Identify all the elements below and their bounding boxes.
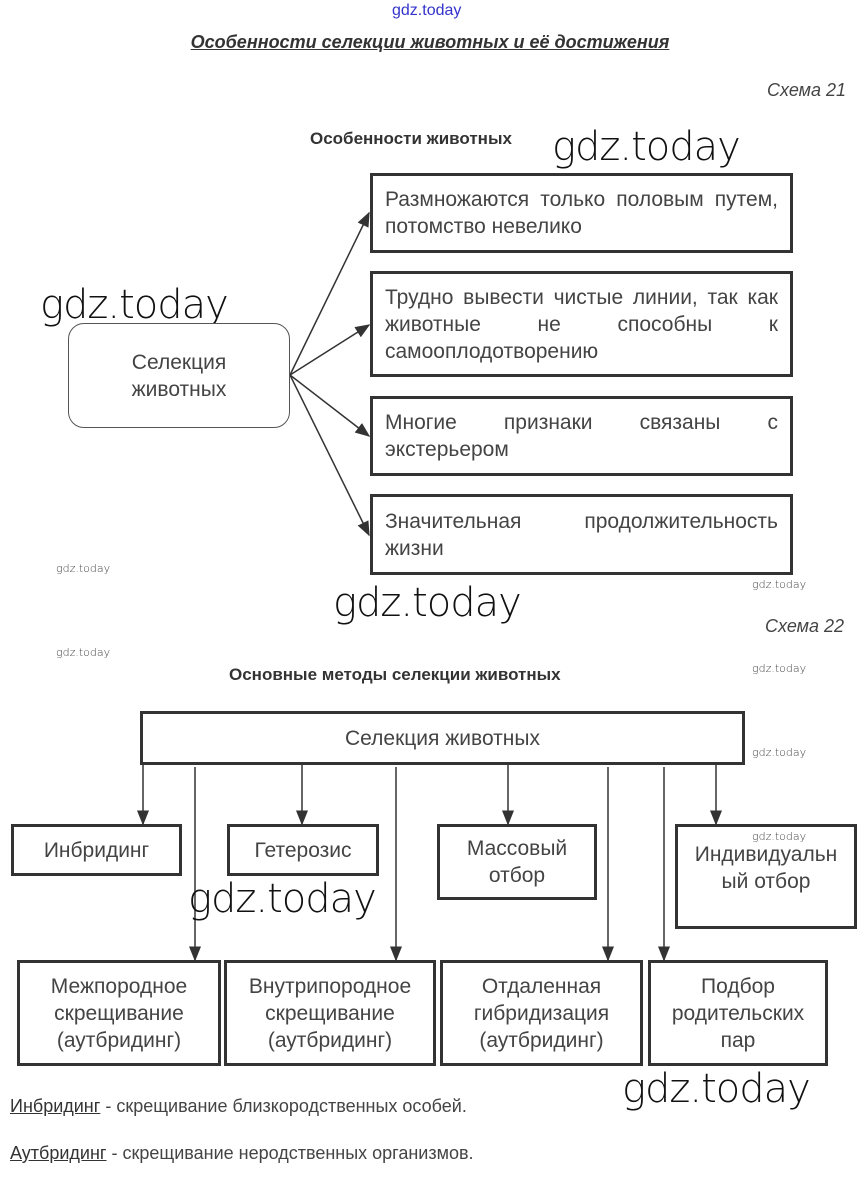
definition-text: - скрещивание неродственных организмов. — [106, 1143, 474, 1163]
method-box: Инбридинг — [11, 824, 182, 876]
method-box: Гетерозис — [227, 824, 379, 876]
definition-term: Инбридинг — [10, 1096, 101, 1116]
center-node: Селекция животных — [68, 323, 290, 428]
feature-text: Размножаются только половым путем, потом… — [385, 188, 778, 238]
feature-text: Многие признаки связаны с экстерьером — [385, 411, 778, 461]
feature-box: Значительная продолжительность жизни — [370, 494, 793, 575]
watermark: gdz.today — [188, 876, 377, 922]
method-box: Межпородное скрещивание (аутбридинг) — [17, 960, 221, 1066]
watermark: gdz.today — [56, 646, 111, 659]
watermark: gdz.today — [392, 2, 462, 19]
definition: Инбридинг - скрещивание близкородственны… — [10, 1096, 467, 1117]
method-box: Индивидуальный отбор — [675, 824, 857, 929]
watermark: gdz.today — [752, 746, 807, 759]
scheme-22-label: Схема 22 — [765, 616, 844, 636]
definition-text: - скрещивание близкородственных особей. — [100, 1096, 467, 1116]
arrow — [289, 374, 371, 437]
feature-box: Трудно вывести чистые линии, так как жив… — [370, 271, 793, 377]
method-box: Подбор родительских пар — [648, 960, 828, 1066]
arrow — [289, 374, 370, 537]
method-box: Внутрипородное скрещивание (аутбридинг) — [224, 960, 436, 1066]
scheme-21-heading: Особенности животных — [310, 129, 512, 148]
arrow — [289, 324, 371, 376]
method-box: Отдаленная гибридизация (аутбридинг) — [440, 960, 643, 1066]
definition: Аутбридинг - скрещивание неродственных о… — [10, 1143, 474, 1164]
feature-box: Многие признаки связаны с экстерьером — [370, 396, 793, 476]
feature-text: Трудно вывести чистые линии, так как жив… — [385, 285, 778, 363]
watermark: gdz.today — [333, 580, 522, 626]
watermark: gdz.today — [622, 1066, 811, 1112]
watermark: gdz.today — [40, 282, 229, 328]
arrow — [289, 211, 370, 376]
watermark: gdz.today — [552, 124, 741, 170]
feature-box: Размножаются только половым путем, потом… — [370, 173, 793, 253]
root-node: Селекция животных — [140, 711, 745, 765]
feature-text: Значительная продолжительность жизни — [385, 509, 778, 560]
watermark: gdz.today — [56, 562, 111, 575]
watermark: gdz.today — [752, 830, 807, 843]
scheme-21-label: Схема 21 — [767, 80, 846, 100]
scheme-22-heading: Основные методы селекции животных — [229, 665, 561, 684]
method-box: Массовый отбор — [437, 824, 597, 900]
watermark: gdz.today — [752, 662, 807, 675]
definition-term: Аутбридинг — [10, 1143, 107, 1163]
watermark: gdz.today — [752, 578, 807, 591]
page-title: Особенности селекции животных и её дости… — [190, 32, 670, 52]
